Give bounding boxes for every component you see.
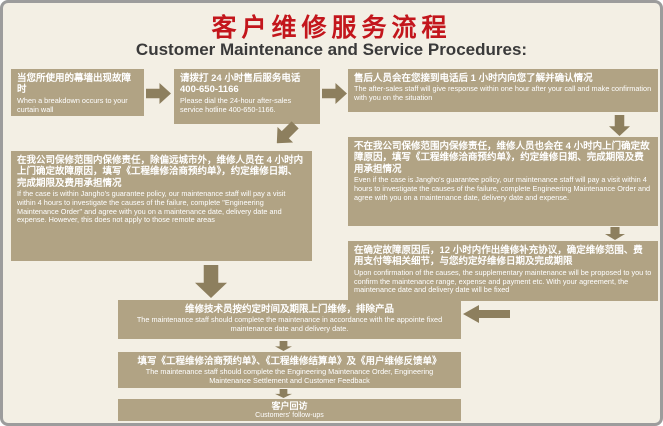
- page-title-cn: 客户维修服务流程: [211, 14, 452, 42]
- page-title-en: Customer Maintenance and Service Procedu…: [135, 40, 528, 59]
- step-hotline-en-text: Please dial the 24-hour after-sales serv…: [180, 95, 292, 114]
- step-out-of-warranty-box: 不在我公司保修范围内保修责任，维修人员也会在 4 小时内上门确定故障原因，填写《…: [348, 137, 658, 226]
- step-followup-en-text: Customers' follow-ups: [255, 411, 324, 419]
- step-forms-cn-text: 填写《工程维修洽商预约单》、《工程维修结算单》及《用户维修反馈单》: [137, 356, 442, 367]
- arrow-down-icon: [609, 115, 630, 136]
- step-supplementary-agreement-box: 在确定故障原因后，12 小时内作出维修补充协议，确定维修范围、费用支付等相关细节…: [348, 241, 658, 301]
- step-out-of-warranty-cn-text: 不在我公司保修范围内保修责任，维修人员也会在 4 小时内上门确定故障原因，填写《…: [354, 141, 650, 175]
- step-hotline-cn-text: 请拨打 24 小时售后服务电话 400-650-1166: [180, 73, 301, 96]
- arrow-down-left-icon: [269, 117, 303, 151]
- step-in-warranty-en-text: If the case is within Jangho's guarantee…: [17, 189, 286, 225]
- arrow-down-icon: [275, 389, 292, 398]
- step-breakdown-box: 当您所使用的幕墙出现故障时 When a breakdown occurs to…: [11, 69, 144, 116]
- arrow-right-icon: [146, 83, 171, 104]
- step-supplementary-agreement-cn-text: 在确定故障原因后，12 小时内作出维修补充协议，确定维修范围、费用支付等相关细节…: [354, 245, 643, 268]
- arrow-right-icon: [322, 83, 347, 104]
- step-response-en-text: The after-sales staff will give response…: [354, 84, 652, 103]
- step-onsite-repair-en-text: The maintenance staff should complete th…: [136, 315, 443, 334]
- step-onsite-repair-cn-text: 维修技术员按约定时间及期限上门维修，排除产品: [184, 304, 394, 315]
- step-hotline-box: 请拨打 24 小时售后服务电话 400-650-1166 Please dial…: [174, 69, 320, 124]
- step-in-warranty-cn-text: 在我公司保修范围内保修责任，除偏远城市外，维修人员在 4 小时内上门确定故障原因…: [17, 155, 304, 189]
- step-supplementary-agreement-en-text: Upon confirmation of the causes, the sup…: [354, 267, 652, 295]
- step-followup-cn-text: 客户回访: [271, 401, 308, 411]
- step-out-of-warranty-en-text: Even if the case is Jangho's guarantee p…: [354, 175, 651, 202]
- arrow-down-icon: [605, 227, 625, 240]
- step-followup-box: 客户回访 Customers' follow-ups: [118, 399, 461, 421]
- arrow-down-icon: [275, 341, 292, 351]
- step-onsite-repair-box: 维修技术员按约定时间及期限上门维修，排除产品 The maintenance s…: [118, 300, 461, 339]
- step-response-cn-text: 售后人员会在您接到电话后 1 小时内向您了解并确认情况: [354, 73, 593, 84]
- step-forms-box: 填写《工程维修洽商预约单》、《工程维修结算单》及《用户维修反馈单》 The ma…: [118, 352, 461, 388]
- arrow-left-icon: [463, 305, 510, 323]
- step-breakdown-cn-text: 当您所使用的幕墙出现故障时: [17, 73, 132, 96]
- step-response-box: 售后人员会在您接到电话后 1 小时内向您了解并确认情况 The after-sa…: [348, 69, 658, 112]
- step-breakdown-en-text: When a breakdown occurs to your curtain …: [17, 95, 128, 114]
- step-in-warranty-box: 在我公司保修范围内保修责任，除偏远城市外，维修人员在 4 小时内上门确定故障原因…: [11, 151, 312, 261]
- step-forms-en-text: The maintenance staff should complete th…: [145, 367, 434, 386]
- arrow-down-icon: [195, 265, 227, 298]
